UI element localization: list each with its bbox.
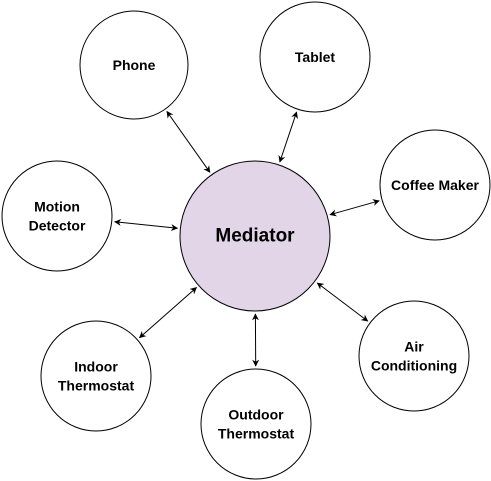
node-label-phone: Phone <box>113 57 156 73</box>
node-circle-coffee-maker <box>379 129 491 241</box>
node-label-indoor-thermostat: Thermostat <box>58 378 135 394</box>
node-phone: Phone <box>79 10 189 120</box>
mediator-label: Mediator <box>215 226 295 247</box>
node-label-outdoor-thermostat: Thermostat <box>218 426 295 442</box>
connector-coffee-maker <box>329 199 380 217</box>
node-circle-outdoor-thermostat <box>200 368 312 480</box>
node-label-tablet: Tablet <box>295 49 336 65</box>
node-coffee-maker: Coffee Maker <box>379 129 491 241</box>
node-label-motion-detector: Motion <box>34 199 80 215</box>
node-circle-phone <box>79 10 189 120</box>
connector-indoor-thermostat <box>138 287 198 339</box>
mediator-hub: Mediator <box>179 160 331 312</box>
node-tablet: Tablet <box>259 1 371 113</box>
node-label-indoor-thermostat: Indoor <box>74 359 118 375</box>
connector-tablet <box>278 111 298 163</box>
node-circle-tablet <box>259 1 371 113</box>
mediator-circle <box>179 160 331 312</box>
connectors <box>114 110 380 367</box>
node-label-air-conditioning: Conditioning <box>371 358 457 374</box>
node-label-air-conditioning: Air <box>404 339 424 355</box>
connector-air-conditioning <box>316 282 369 322</box>
connector-motion-detector <box>114 218 179 232</box>
node-circle-air-conditioning <box>358 300 470 412</box>
node-label-outdoor-thermostat: Outdoor <box>228 407 284 423</box>
node-circle-indoor-thermostat <box>40 320 152 432</box>
node-label-coffee-maker: Coffee Maker <box>391 177 479 193</box>
connector-phone <box>166 110 211 173</box>
node-label-motion-detector: Detector <box>29 218 86 234</box>
node-circle-motion-detector <box>1 160 113 272</box>
